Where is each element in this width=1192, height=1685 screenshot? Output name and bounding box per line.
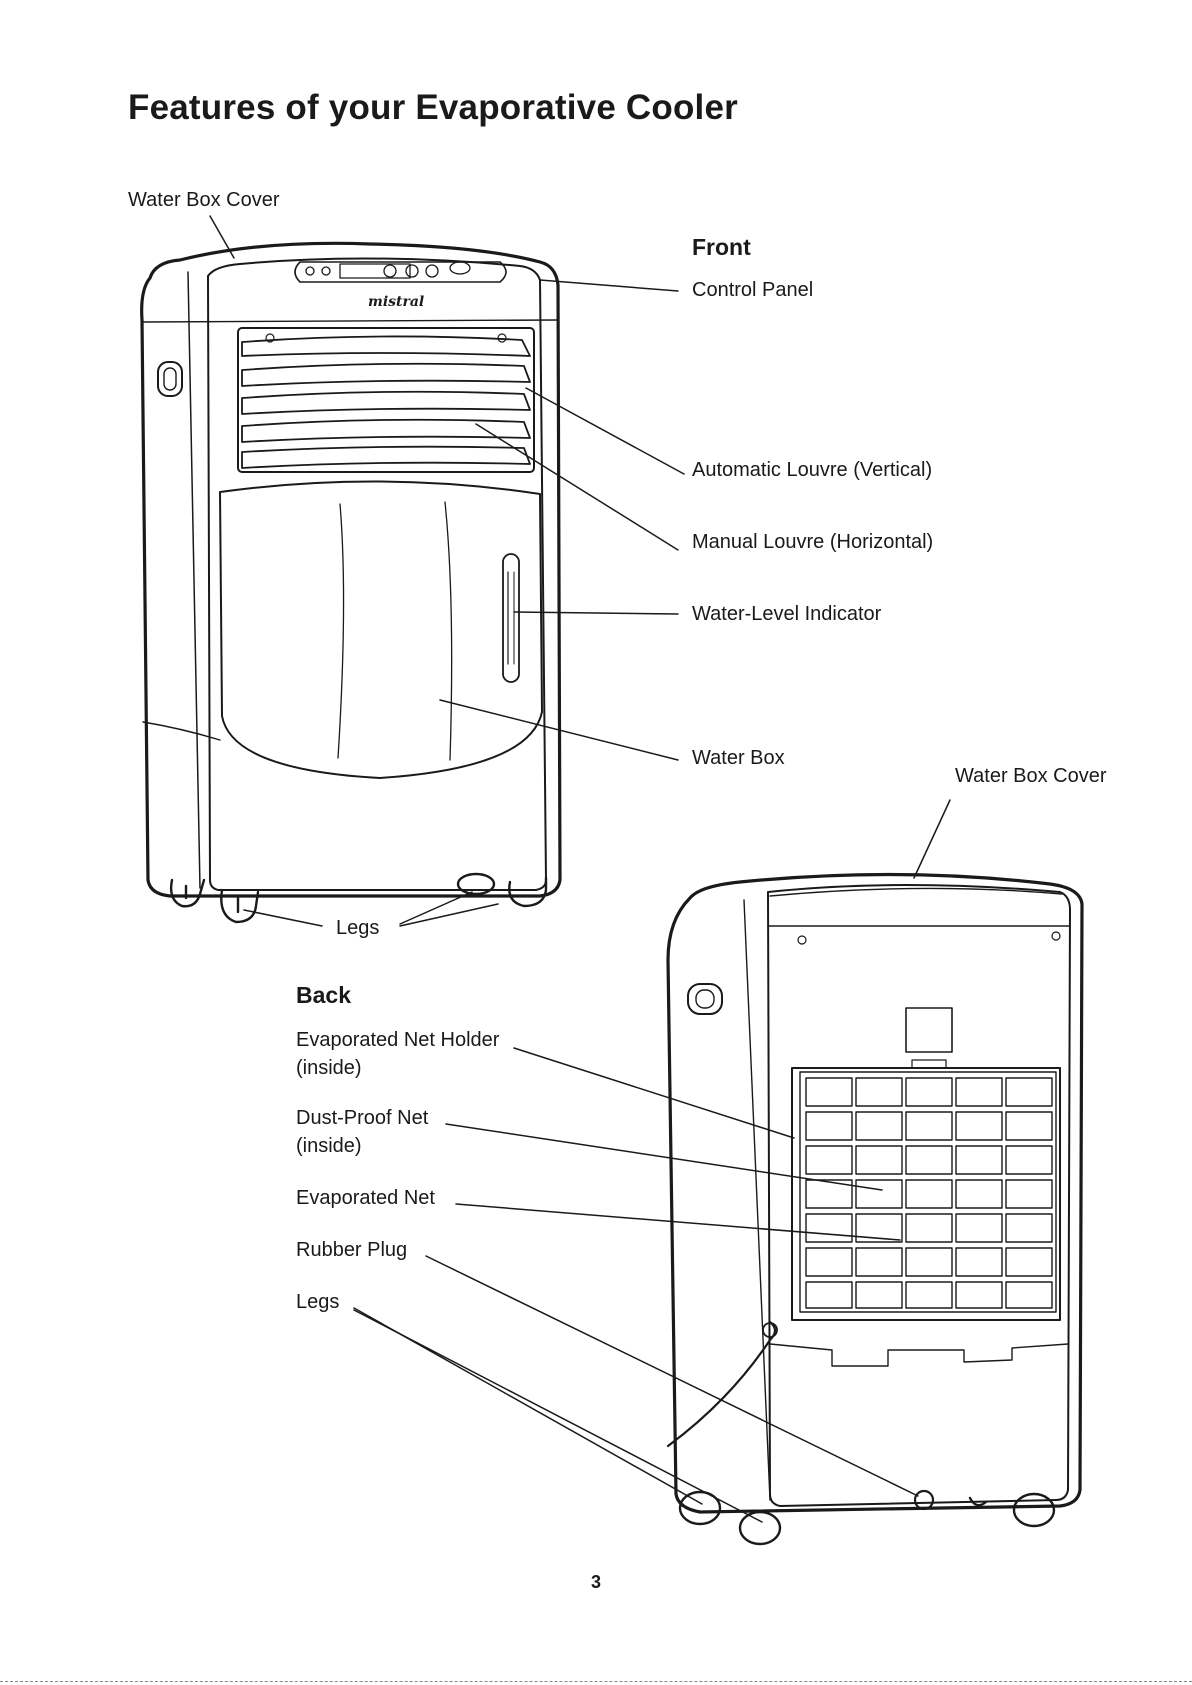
back-heading: Back (296, 982, 351, 1009)
label-net-holder: Evaporated Net Holder (inside) (296, 1026, 499, 1082)
label-dust-proof-net: Dust-Proof Net (inside) (296, 1104, 428, 1160)
back-wheels (680, 1492, 1054, 1544)
label-manual-louvre: Manual Louvre (Horizontal) (692, 528, 933, 556)
label-dust-net-line2: (inside) (296, 1135, 362, 1157)
label-water-level-indicator: Water-Level Indicator (692, 600, 881, 628)
label-front-water-box-cover: Water Box Cover (128, 186, 280, 214)
water-level-window (503, 554, 519, 682)
label-front-legs: Legs (336, 914, 379, 942)
label-water-box: Water Box (692, 744, 785, 772)
label-control-panel: Control Panel (692, 276, 813, 304)
label-evaporated-net: Evaporated Net (296, 1184, 435, 1212)
label-net-holder-line2: (inside) (296, 1057, 362, 1079)
front-body-outline (142, 243, 560, 896)
water-box-panel (220, 481, 542, 778)
back-cooler-drawing (668, 874, 1082, 1544)
brand-logo: mistral (368, 294, 424, 310)
back-panel-bezel (768, 885, 1070, 1506)
label-back-water-box-cover: Water Box Cover (955, 762, 1107, 790)
page-edge-rule (0, 1681, 1192, 1682)
louvre-blades (242, 336, 530, 468)
label-rubber-plug: Rubber Plug (296, 1236, 407, 1264)
net-grid-cells (806, 1078, 1052, 1308)
label-net-holder-line1: Evaporated Net Holder (296, 1029, 499, 1051)
power-cord (668, 1322, 775, 1446)
front-cooler-drawing: mistral (142, 243, 560, 922)
back-side-handle (688, 984, 722, 1014)
leader-lines (210, 216, 950, 1522)
control-panel-strip (295, 262, 506, 282)
label-dust-net-line1: Dust-Proof Net (296, 1107, 428, 1129)
front-side-handle (158, 362, 182, 396)
page-number: 3 (0, 1572, 1192, 1593)
label-automatic-louvre: Automatic Louvre (Vertical) (692, 456, 932, 484)
rubber-plug (915, 1491, 933, 1509)
front-heading: Front (692, 234, 751, 261)
back-body-outline (668, 874, 1082, 1512)
label-back-legs: Legs (296, 1288, 339, 1316)
